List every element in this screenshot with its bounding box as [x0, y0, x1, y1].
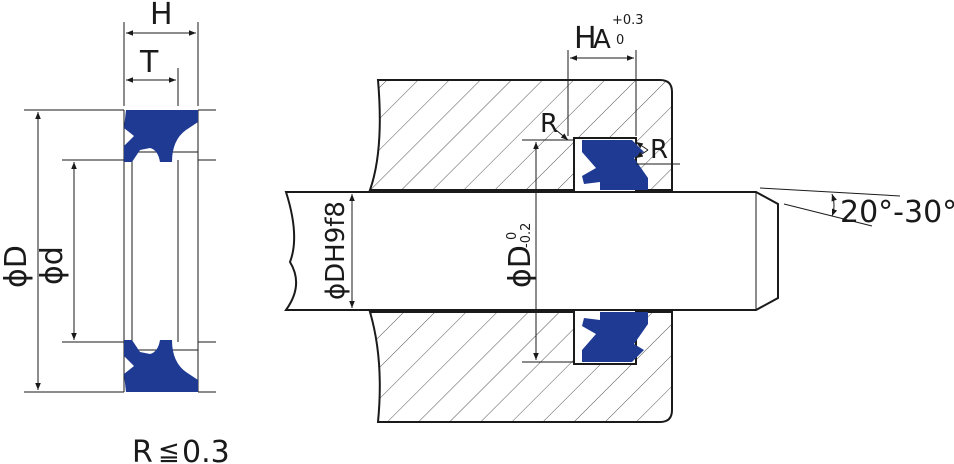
installed-seal-top [582, 140, 648, 190]
radius-note: R ≦ 0.3 [132, 435, 230, 464]
label-radius-2: R [650, 135, 668, 165]
svg-text:≦: ≦ [158, 437, 180, 464]
svg-text:0.3: 0.3 [182, 435, 230, 464]
label-rod-diameter: ϕDH9f8 [321, 201, 351, 300]
label-T: T [139, 45, 159, 80]
label-inner-diameter: ϕd [35, 246, 70, 285]
seal-extension-lines [24, 22, 216, 393]
label-H: H [150, 0, 173, 32]
label-groove-width-sub: A [593, 25, 611, 55]
seal-profile-bottom [124, 340, 198, 392]
label-groove-width: H [574, 21, 597, 56]
housing-top [368, 79, 673, 191]
label-groove-tol-upper: +0.3 [612, 13, 644, 28]
label-groove-dia-tol-upper: 0 [505, 232, 520, 240]
label-radius-1: R [540, 109, 558, 139]
installation-view: H A +0.3 0 R R ϕD 0 -0.2 ϕDH9f8 20°-30° [284, 13, 954, 423]
seal-section-view: H T ϕD ϕd [0, 0, 216, 393]
svg-text:R: R [132, 435, 153, 464]
label-groove-diameter: ϕD [503, 245, 538, 288]
label-groove-dia-tol-lower: -0.2 [519, 223, 534, 248]
label-groove-tol-lower: 0 [616, 33, 624, 48]
seal-profile-top [124, 110, 198, 162]
installed-seal-bottom [582, 312, 648, 362]
label-chamfer-angle: 20°-30° [840, 195, 954, 230]
label-outer-diameter: ϕD [0, 245, 34, 288]
housing-bottom [368, 311, 673, 423]
rod [284, 191, 779, 311]
